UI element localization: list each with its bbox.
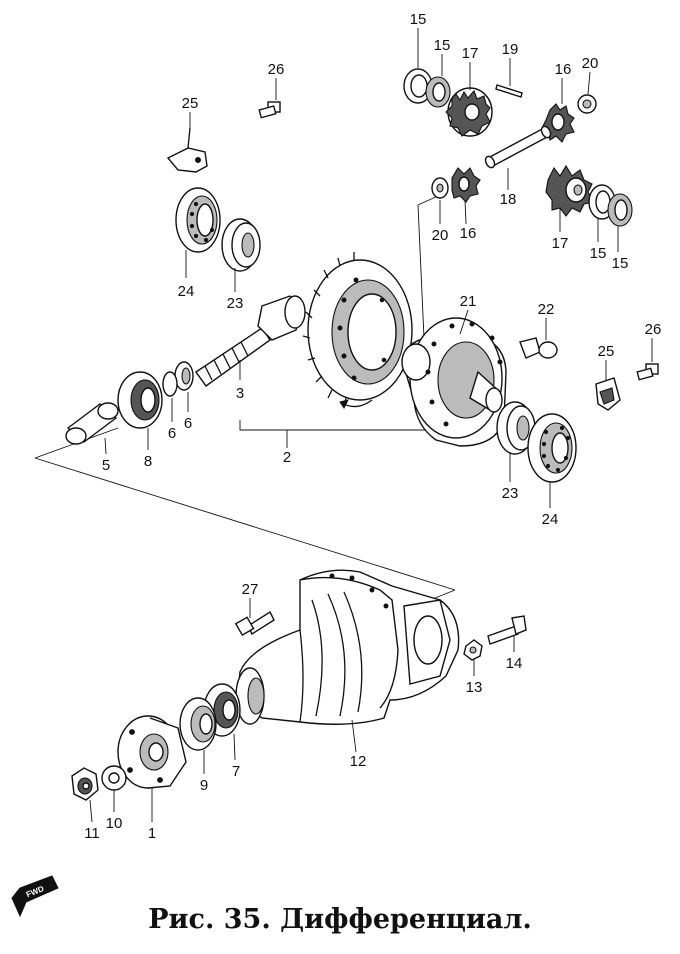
nut-11 — [71, 767, 99, 801]
washer-10 — [101, 765, 127, 791]
bearing-race-23-left — [221, 218, 261, 272]
washer-20-mid — [431, 177, 449, 199]
companion-flange-1 — [117, 715, 187, 789]
label-part-20: 20 — [432, 227, 449, 244]
label-part-27: 27 — [242, 581, 259, 598]
label-part-14: 14 — [506, 655, 523, 672]
pinion-gear-16-mid — [451, 167, 481, 203]
fwd-arrow-icon: FWD — [11, 875, 59, 918]
bracket-25-left — [166, 127, 208, 173]
bearing-8 — [117, 371, 163, 429]
bolt-26-right — [636, 363, 659, 381]
label-part-26: 26 — [645, 321, 662, 338]
label-part-17: 17 — [552, 235, 569, 252]
side-gear-17-right — [545, 164, 595, 217]
label-part-8: 8 — [144, 453, 152, 470]
washer-15-right-b — [607, 193, 633, 227]
label-part-23: 23 — [227, 295, 244, 312]
bearing-9 — [179, 697, 217, 751]
washer-20-top — [577, 94, 597, 114]
label-part-6: 6 — [168, 425, 176, 442]
bracket-25-right — [595, 377, 621, 411]
label-part-26: 26 — [268, 61, 285, 78]
label-part-10: 10 — [106, 815, 123, 832]
label-part-15: 15 — [410, 11, 427, 28]
carrier-housing-12 — [235, 569, 460, 725]
label-part-19: 19 — [502, 41, 519, 58]
label-part-15: 15 — [612, 255, 629, 272]
side-gear-17-top — [445, 87, 493, 137]
label-part-23: 23 — [502, 485, 519, 502]
bolt-27 — [234, 610, 275, 637]
bearing-24-right — [527, 413, 577, 483]
label-part-18: 18 — [500, 191, 517, 208]
nut-13 — [463, 639, 483, 661]
label-part-24: 24 — [542, 511, 559, 528]
label-part-6: 6 — [184, 415, 192, 432]
label-part-5: 5 — [102, 457, 110, 474]
spacer-6-b — [162, 371, 178, 397]
washer-15-top-b — [425, 76, 451, 108]
label-part-21: 21 — [460, 293, 477, 310]
label-part-16: 16 — [555, 61, 572, 78]
label-part-13: 13 — [466, 679, 483, 696]
label-part-22: 22 — [538, 301, 555, 318]
label-part-25: 25 — [182, 95, 199, 112]
label-part-15: 15 — [434, 37, 451, 54]
ring-gear-2 — [302, 252, 413, 409]
label-part-25: 25 — [598, 343, 615, 360]
label-part-15: 15 — [590, 245, 607, 262]
label-part-17: 17 — [462, 45, 479, 62]
label-part-20: 20 — [582, 55, 599, 72]
label-part-16: 16 — [460, 225, 477, 242]
pin-19 — [495, 84, 523, 98]
label-part-1: 1 — [148, 825, 156, 842]
bolt-26-upper — [258, 101, 281, 119]
washer-15-top-a — [403, 68, 433, 104]
collapsible-spacer-5 — [65, 402, 119, 445]
label-part-24: 24 — [178, 283, 195, 300]
label-part-9: 9 — [200, 777, 208, 794]
label-part-12: 12 — [350, 753, 367, 770]
differential-case-21 — [401, 317, 507, 447]
label-part-3: 3 — [236, 385, 244, 402]
pinion-shaft-18 — [484, 125, 552, 169]
figure-caption: Рис. 35. Дифференциал. — [148, 904, 532, 935]
bolt-22 — [519, 337, 558, 359]
label-part-11: 11 — [84, 825, 100, 842]
drive-pinion-3 — [195, 295, 306, 387]
bearing-24-left — [175, 187, 221, 253]
label-part-2: 2 — [283, 449, 291, 466]
part-labels: 15 15 17 19 16 20 26 25 18 20 16 17 15 1… — [84, 11, 661, 842]
label-part-7: 7 — [232, 763, 240, 780]
stud-14 — [487, 615, 527, 645]
spacer-6-a — [174, 361, 194, 391]
